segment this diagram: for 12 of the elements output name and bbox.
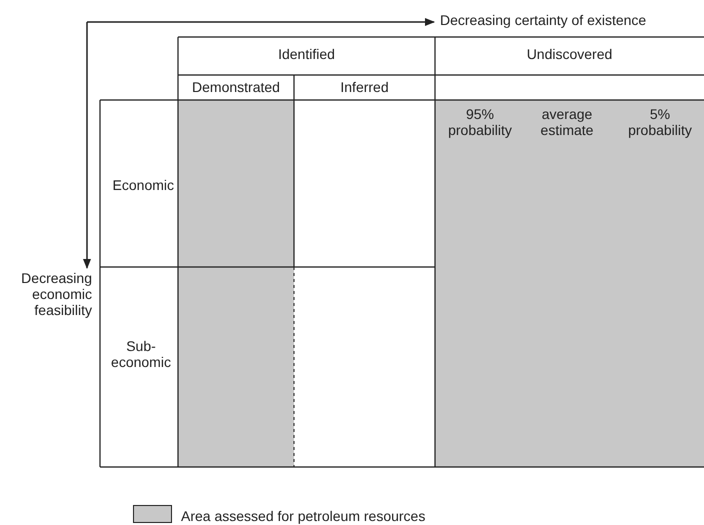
axis-label: Decreasing economic feasibility — [21, 270, 92, 318]
legend-text: Area assessed for petroleum resources — [181, 508, 426, 524]
column-header: Identified — [278, 46, 335, 62]
column-header: Demonstrated — [192, 79, 280, 95]
row-header: Sub-economic — [110, 338, 172, 370]
column-header: average estimate — [540, 106, 594, 138]
column-header: 5% probability — [628, 106, 692, 138]
row-header: Economic — [112, 177, 174, 193]
column-header: Undiscovered — [526, 46, 612, 62]
column-header: Inferred — [340, 79, 389, 95]
column-header: 95% probability — [448, 106, 512, 138]
axis-label: Decreasing certainty of existence — [440, 12, 646, 28]
